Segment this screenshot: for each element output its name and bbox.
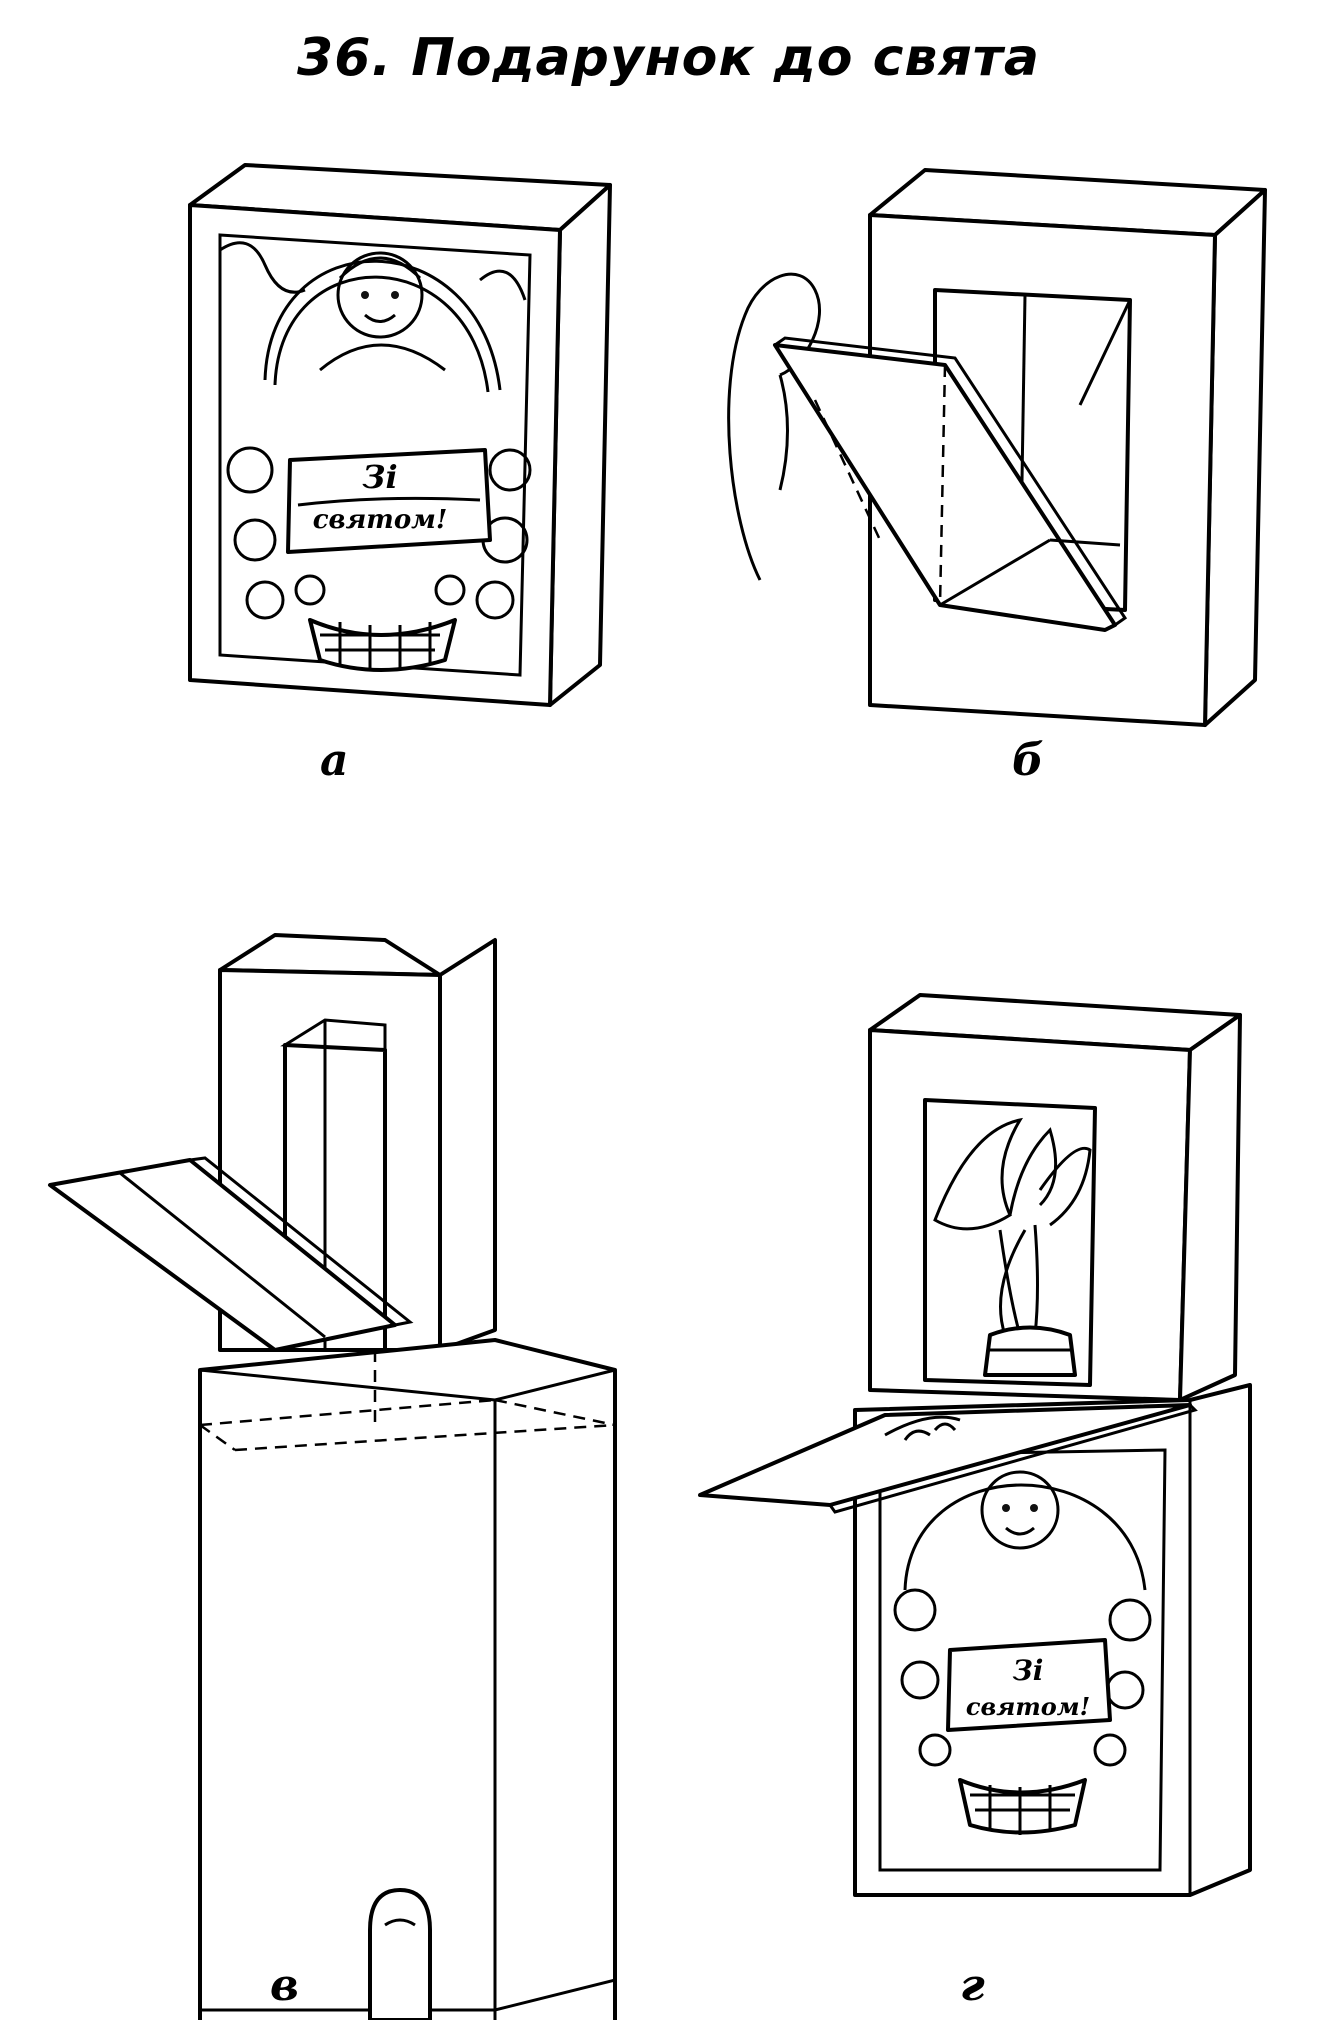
hand-outline (727, 272, 821, 581)
greeting-card-illustration-2: Зі святом! (893, 1470, 1152, 1835)
panel-label-b: б (1012, 735, 1044, 786)
greeting-card-illustration: Зі святом! (219, 241, 532, 672)
flower-vase-illustration (933, 1117, 1092, 1377)
panel-label-a: а (320, 735, 349, 786)
panel-b-insert-plate (727, 168, 1267, 727)
card-text-line1: Зі (362, 458, 397, 496)
panel-v-pull-sleeve (48, 933, 617, 2020)
panel-label-g: г (960, 1960, 985, 2011)
card-text-line2: святом! (313, 505, 448, 535)
page-title: 36. Подарунок до свята (297, 28, 1040, 88)
panel-label-v: в (270, 1960, 299, 2011)
finger (368, 1888, 432, 2020)
panel-g-revealed-gift: Зі святом! (698, 993, 1252, 1897)
panel-a-closed-box: Зі святом! (188, 163, 612, 707)
card-text-line2-g: святом! (966, 1692, 1090, 1721)
inserted-plate (773, 343, 1117, 632)
card-text-line1-g: Зі (1013, 1654, 1044, 1687)
